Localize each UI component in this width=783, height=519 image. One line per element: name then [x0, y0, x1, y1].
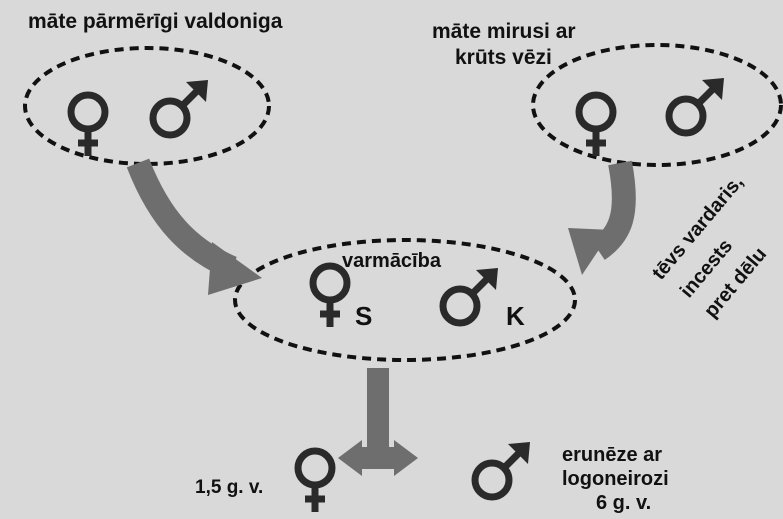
label-mother-dominant: māte pārmērīgi valdoniga	[28, 10, 283, 33]
label-mother-died-line1: māte mirusi ar	[432, 20, 576, 43]
label-right-line2: logoneirozi	[562, 468, 669, 490]
arrow-right-curve	[590, 160, 636, 260]
label-mother-died-line2: krūts vēzi	[455, 46, 552, 69]
arrow-down-stem	[367, 368, 389, 458]
top-right-ellipse	[531, 43, 783, 167]
center-ellipse	[233, 238, 577, 362]
arrow-branch-bar	[360, 450, 398, 468]
female-symbol-icon	[579, 95, 613, 156]
top-left-ellipse	[23, 46, 271, 166]
male-symbol-icon	[153, 80, 208, 135]
label-s: S	[355, 301, 373, 331]
label-violence: varmācība	[342, 250, 441, 272]
label-right-line3: 6 g. v.	[596, 492, 652, 514]
label-age-left: 1,5 g. v.	[195, 477, 264, 498]
arrow-left-head	[208, 242, 262, 295]
label-k: K	[506, 301, 525, 331]
arrow-right-head	[568, 228, 612, 275]
female-symbol-icon	[298, 451, 332, 512]
label-right-line1: erunēze ar	[562, 444, 663, 466]
arrow-left-point	[338, 440, 362, 476]
male-symbol-icon	[443, 268, 498, 323]
female-symbol-icon	[313, 266, 347, 327]
male-symbol-icon	[669, 78, 724, 133]
male-symbol-icon	[475, 442, 530, 497]
female-symbol-icon	[71, 95, 105, 156]
arrow-right-point	[394, 440, 418, 476]
